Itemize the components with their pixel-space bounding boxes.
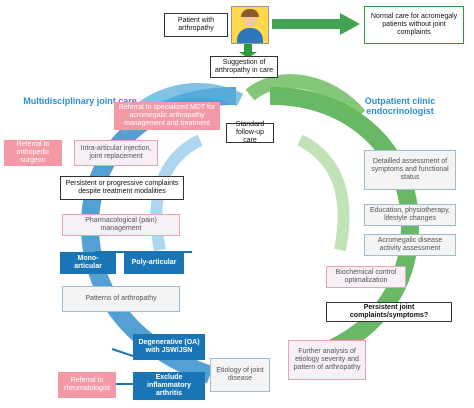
referral-mdt-box: Referral to specialized MDT for acromega… <box>114 102 220 130</box>
referral-rheum-box: Referral to rheumatologist <box>58 372 116 398</box>
persistent-left-box: Persistent or progressive complaints des… <box>60 176 184 200</box>
standard-followup-box: Standard follow-up care <box>226 121 274 144</box>
education-box: Education, physiotherapy, lifestyle chan… <box>364 204 456 226</box>
green-arrow-down <box>239 44 257 58</box>
green-arc-inner <box>297 134 350 252</box>
green-arc-top <box>245 74 366 120</box>
mono-articular-box: Mono-articular <box>60 252 116 274</box>
degenerative-box: Degenerative (OA) with JSW/JSN <box>133 334 205 360</box>
referral-ortho-box: Referral to orthopedic surgeon <box>4 140 62 166</box>
green-arrow-normal-care <box>272 13 360 35</box>
injection-box: Intra-articular injection, joint replace… <box>74 140 158 166</box>
exclude-box: Exclude inflammatory arthritis <box>133 372 205 400</box>
patterns-box: Patterns of arthropathy <box>62 286 180 312</box>
etiology-box: Etiology of joint disease <box>210 358 270 392</box>
pharma-box: Pharmacological (pain) management <box>62 214 180 236</box>
further-analysis-box: Further analysis of etiology severity an… <box>288 340 366 380</box>
biochem-box: Biochemical control optimalization <box>326 266 406 288</box>
heading-outpatient: Outpatient clinic endocrinologist <box>364 96 436 116</box>
patient-box: Patient with arthropathy <box>164 13 228 37</box>
heading-multidisciplinary: Multidisciplinary joint care <box>23 96 137 106</box>
normal-care-box: Normal care for acromegaly patients with… <box>364 6 464 44</box>
connector-degenerative <box>111 348 134 357</box>
persistent-right-box: Persistent joint complaints/symptoms? <box>326 302 452 322</box>
detailed-assessment-box: Detailled assessment of symptoms and fun… <box>364 150 456 190</box>
person-avatar-icon <box>231 6 269 44</box>
suggestion-box: Suggestion of arthropathy in care <box>210 56 278 78</box>
poly-articular-box: Poly-articular <box>124 252 184 274</box>
acromegalic-activity-box: Acromegalic disease activity assessment <box>364 234 456 256</box>
